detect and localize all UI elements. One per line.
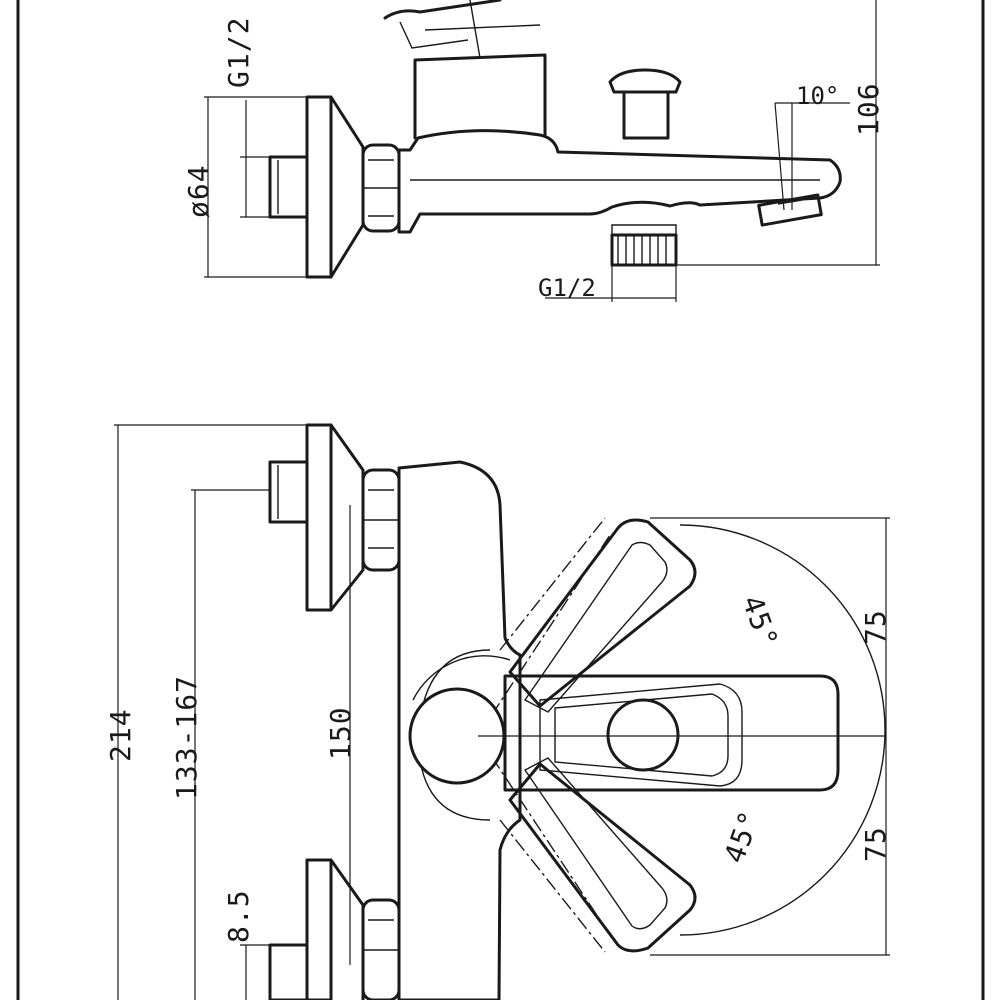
side-aerator	[757, 193, 823, 227]
top-handle-offset-top-label: 75	[859, 609, 892, 645]
side-outlet-thread	[610, 233, 678, 267]
side-diameter-label: ø64	[182, 164, 215, 218]
top-body	[397, 460, 522, 1000]
side-riser	[413, 53, 547, 140]
top-view: 214 133-167 150 8.5 75 75 45° 45°	[104, 423, 892, 1000]
side-body-spout	[397, 129, 842, 234]
side-view: G1/2 ø64 10° 106 G1/2	[182, 0, 885, 302]
top-handle-center-hole	[606, 698, 680, 772]
top-flange-cone-lower	[329, 858, 365, 1000]
top-angle-bottom-label: 45°	[718, 806, 767, 868]
side-diverter-knob	[608, 68, 682, 94]
top-inlet-range-label: 133-167	[170, 675, 203, 800]
top-offset-label: 8.5	[222, 889, 255, 943]
side-outlet-thread-label: G1/2	[538, 274, 596, 302]
top-handle-dashed-guides	[477, 534, 611, 936]
top-flange-upper	[305, 423, 333, 612]
top-handle-sector-arc	[679, 524, 886, 936]
side-inlet-thread-label: G1/2	[222, 17, 255, 88]
top-handle-rotated-up	[508, 518, 697, 708]
side-inlet-pipe	[268, 155, 309, 219]
side-angle-label: 10°	[796, 82, 839, 110]
top-flange-cone-upper	[329, 423, 365, 612]
top-angle-top-label: 45°	[735, 591, 784, 653]
top-handle-center	[503, 674, 840, 792]
top-inlet-upper	[268, 460, 309, 524]
side-lever	[383, 0, 502, 20]
side-diverter-stem	[622, 90, 670, 140]
top-total-width-label: 214	[104, 708, 137, 762]
side-wall-flange	[305, 95, 333, 279]
top-handle-rotated-down	[508, 762, 697, 953]
top-body-width-label: 150	[324, 706, 357, 760]
top-flange-lower	[305, 858, 333, 1000]
side-height-label: 106	[852, 82, 885, 136]
top-handle-offset-bottom-label: 75	[859, 826, 892, 862]
top-inlet-lower	[268, 943, 309, 1000]
side-flange-cone	[329, 95, 365, 279]
